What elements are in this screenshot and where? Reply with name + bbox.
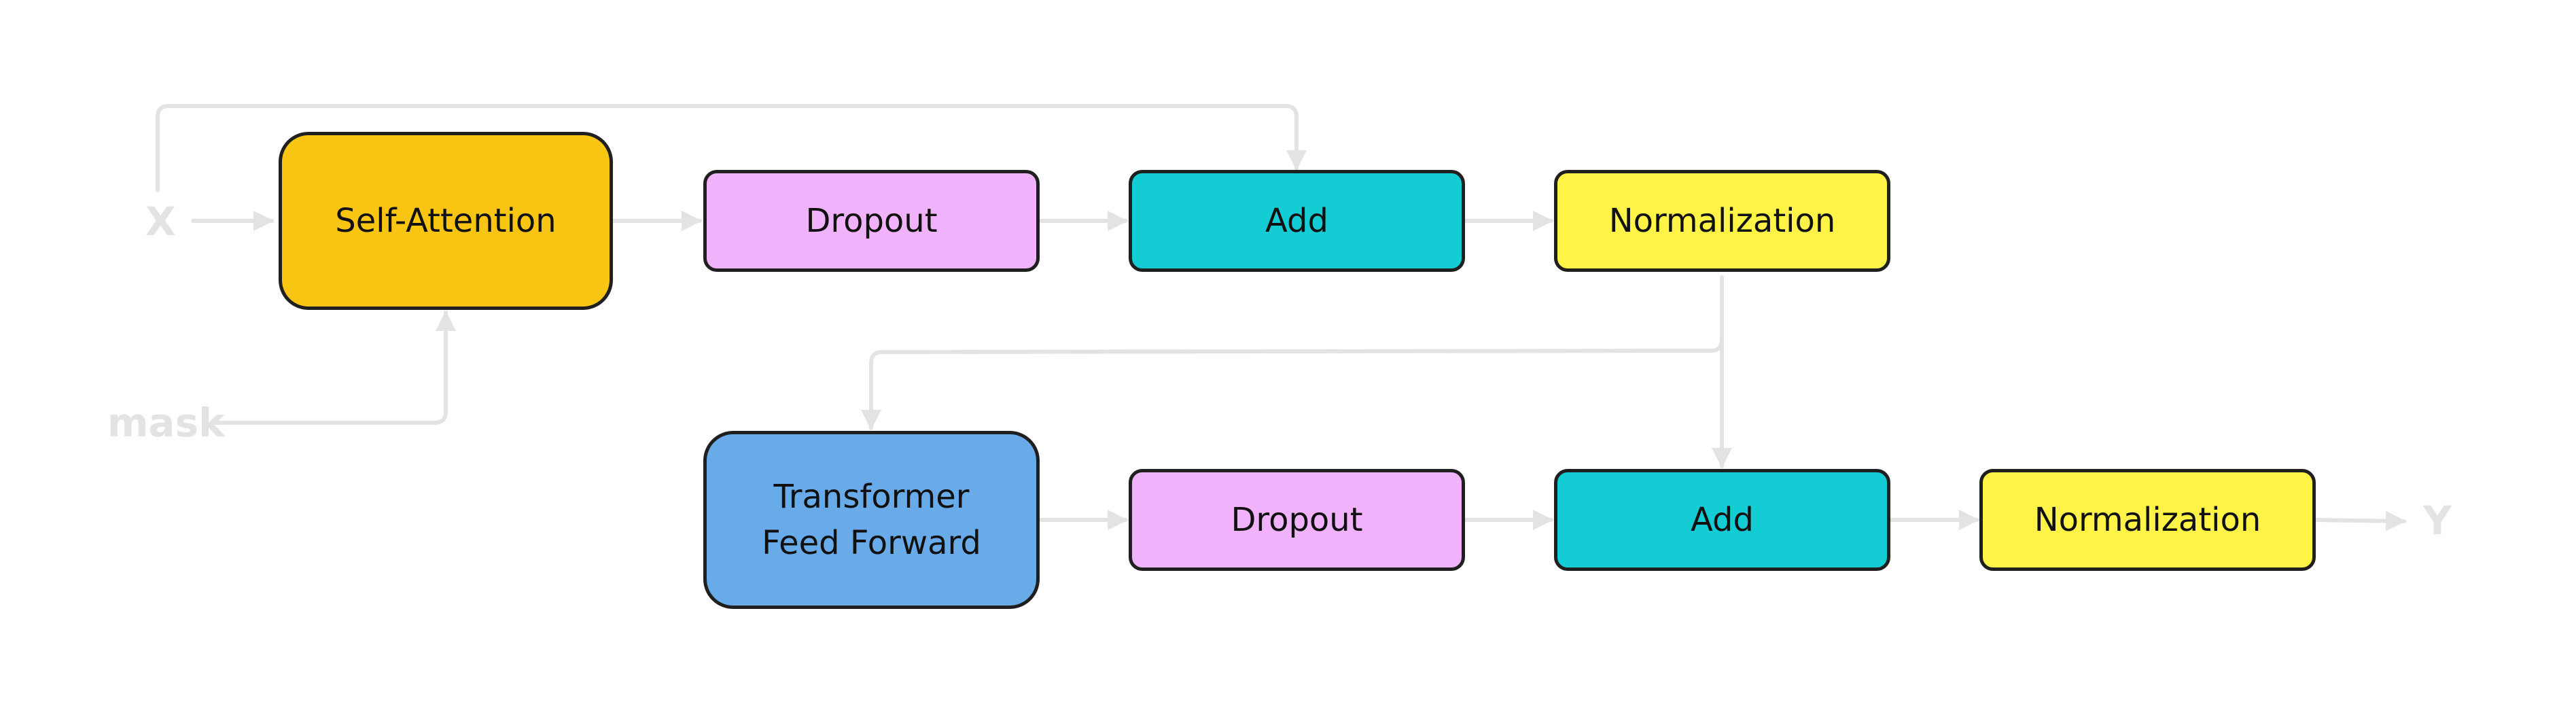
output-y-label: Y — [2423, 497, 2452, 544]
feed-forward-node: Transformer Feed Forward — [703, 431, 1040, 609]
self-attention-node: Self-Attention — [279, 132, 613, 310]
edge-x-residual-to-add — [156, 104, 1307, 192]
edge-normalization-to-y — [2314, 510, 2406, 531]
dropout-node-1: Dropout — [703, 170, 1040, 272]
input-x-label: X — [145, 198, 176, 245]
add-node-2: Add — [1554, 469, 1890, 571]
edge-mask-to-self-attention — [210, 311, 456, 425]
normalization-node-2: Normalization — [1979, 469, 2316, 571]
normalization-node-1: Normalization — [1554, 170, 1890, 272]
edge-normalization-to-feed-forward — [861, 275, 1724, 430]
dropout-node-2: Dropout — [1129, 469, 1465, 571]
add-node-1: Add — [1129, 170, 1465, 272]
input-mask-label: mask — [107, 400, 225, 446]
